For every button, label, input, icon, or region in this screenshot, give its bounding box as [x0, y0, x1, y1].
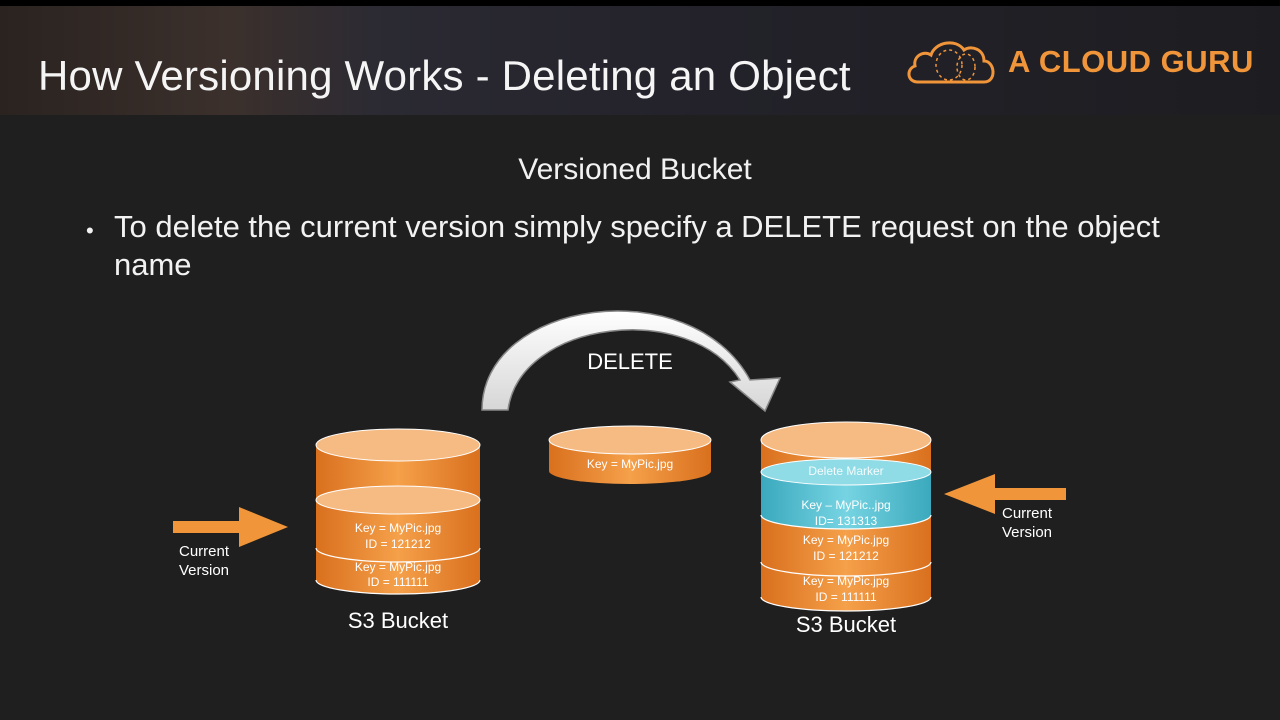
delete-arrow	[481, 310, 782, 413]
cloud-icon	[907, 41, 995, 84]
right-pointer-line2: Version	[1002, 524, 1052, 541]
right-object-1-key: Key = MyPic.jpg	[803, 533, 889, 547]
left-bucket-label: S3 Bucket	[348, 608, 448, 633]
bullet-text: To delete the current version simply spe…	[114, 209, 1160, 282]
right-object-1-id: ID = 121212	[813, 549, 879, 563]
brand-name: A CLOUD GURU	[1008, 44, 1254, 79]
right-bucket-label: S3 Bucket	[796, 612, 896, 637]
delete-marker	[760, 458, 932, 530]
brand-logo: A CLOUD GURU	[904, 36, 1253, 88]
left-object-1-key: Key = MyPic.jpg	[355, 521, 441, 535]
delete-marker-key: Key – MyPic..jpg	[801, 498, 890, 512]
right-object-2-id: ID = 111111	[815, 590, 877, 604]
top-strip	[0, 0, 1280, 6]
title-bar: How Versioning Works - Deleting an Objec…	[0, 0, 1280, 115]
left-pointer-line2: Version	[179, 562, 229, 579]
delete-label: DELETE	[587, 349, 673, 374]
left-object-2-key: Key = MyPic.jpg	[355, 560, 441, 574]
left-pointer-line1: Current	[179, 543, 230, 560]
right-pointer-line1: Current	[1002, 505, 1053, 522]
right-object-2-key: Key = MyPic.jpg	[803, 574, 889, 588]
request-object-key: Key = MyPic.jpg	[587, 457, 673, 471]
delete-marker-id: ID= 131313	[815, 514, 878, 528]
left-bucket	[315, 428, 481, 595]
slide-title: How Versioning Works - Deleting an Objec…	[38, 52, 851, 99]
section-subtitle: Versioned Bucket	[518, 153, 752, 186]
request-object	[548, 425, 712, 484]
left-object-1-id: ID = 121212	[365, 537, 431, 551]
left-pointer-arrow	[173, 507, 288, 547]
bullet-marker: •	[86, 218, 94, 243]
right-pointer-arrow	[944, 474, 1066, 514]
left-object-2-id: ID = 111111	[367, 575, 429, 589]
delete-marker-title: Delete Marker	[808, 464, 883, 478]
